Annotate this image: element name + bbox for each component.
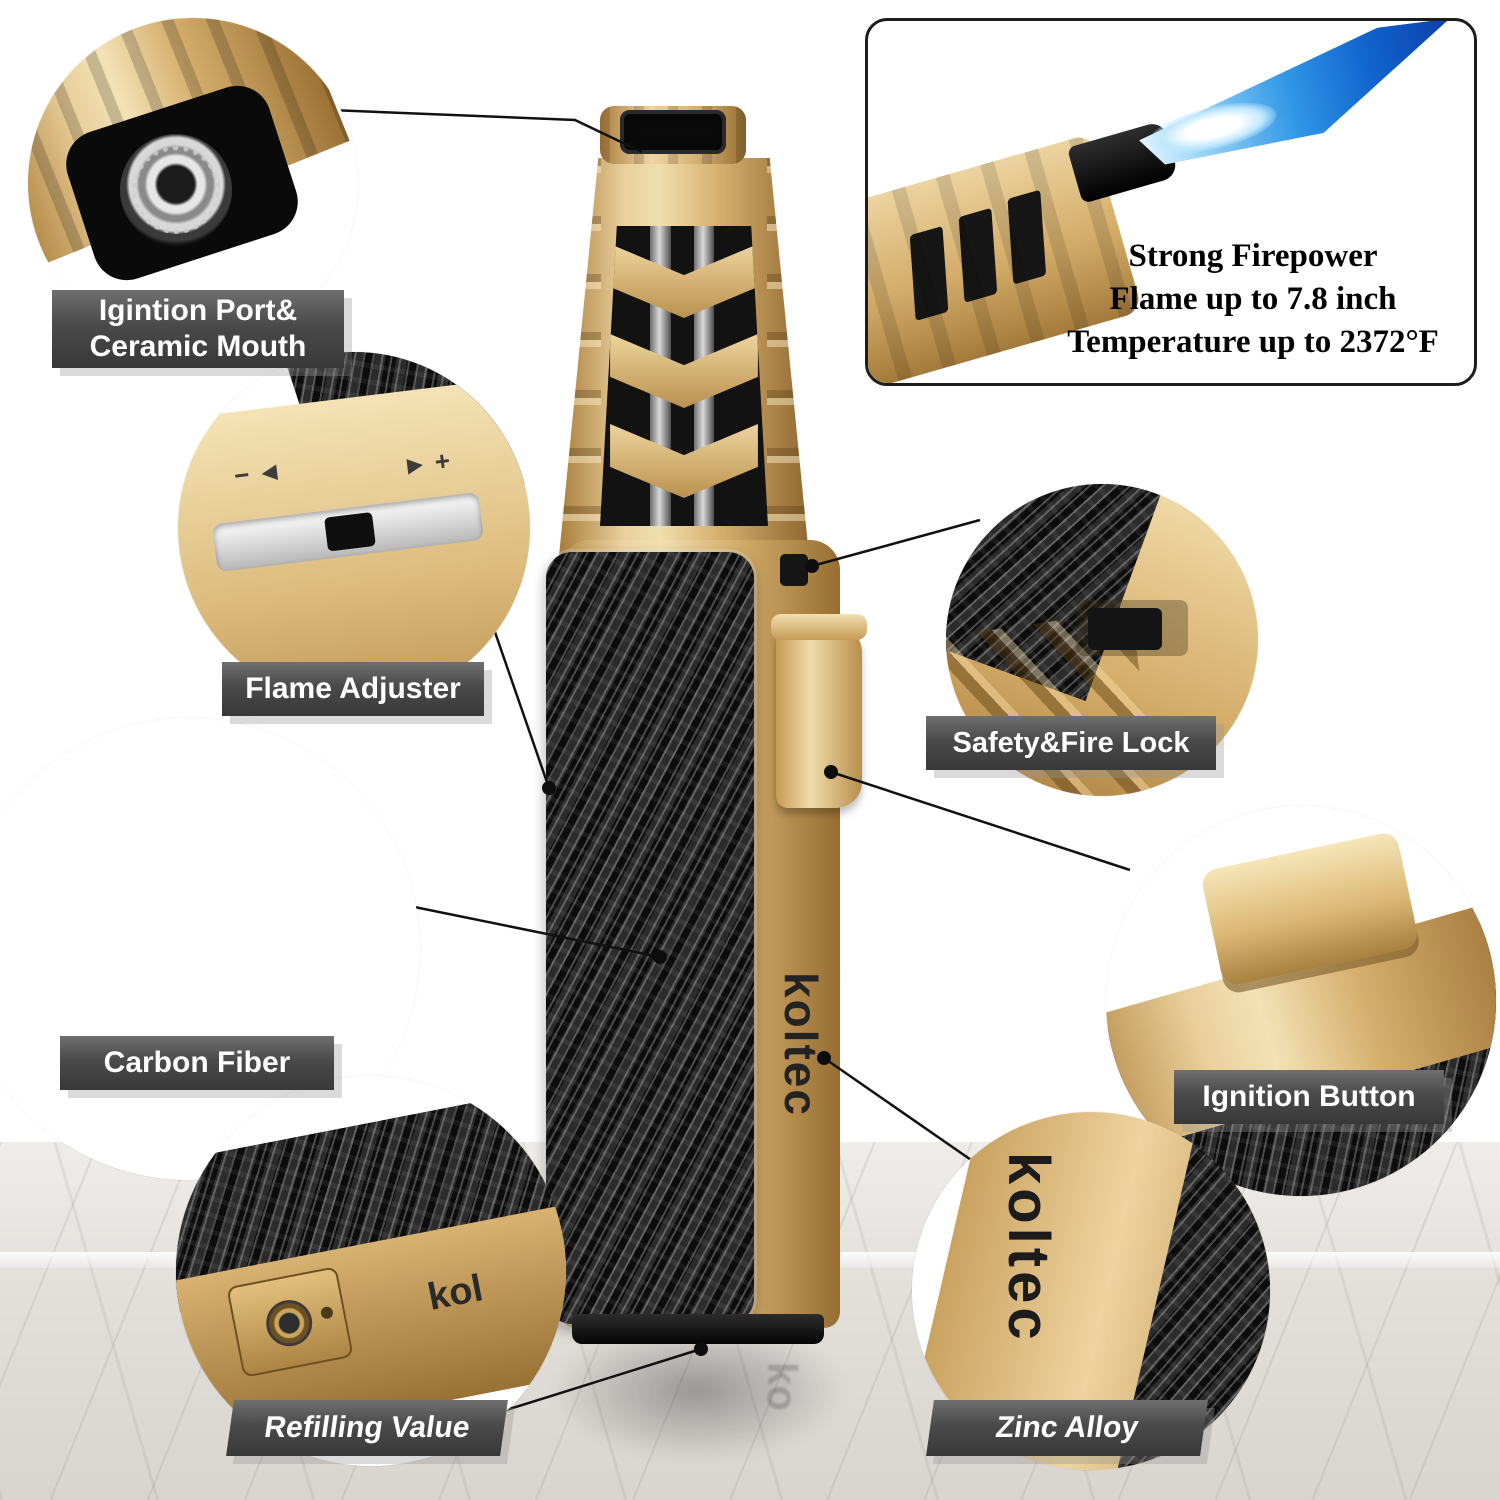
ignition-port-opening <box>620 110 726 154</box>
vent-slot <box>909 225 949 322</box>
vent-chevron <box>610 334 758 408</box>
adjuster-slider <box>324 511 376 552</box>
minus-mark: − ◄ <box>232 455 284 491</box>
safety-lock-switch <box>780 554 808 586</box>
label-safety-lock: Safety&Fire Lock <box>926 716 1216 770</box>
label-line: Ignition Button <box>1202 1080 1416 1113</box>
lighter-base <box>572 1314 824 1344</box>
screw <box>319 1305 334 1320</box>
vent-chevron <box>610 424 758 498</box>
firepower-feature-box: Strong Firepower Flame up to 7.8 inch Te… <box>865 18 1477 386</box>
plus-mark: ► + <box>400 445 452 481</box>
label-ignition-button: Ignition Button <box>1174 1070 1444 1124</box>
neck-ridge-left <box>558 158 601 566</box>
ignition-button <box>771 614 867 808</box>
label-flame-adjuster: Flame Adjuster <box>222 662 484 716</box>
label-line: Safety&Fire Lock <box>952 726 1190 759</box>
detail-flame-adjuster: − ◄ ► + <box>178 352 530 704</box>
firepower-text: Strong Firepower Flame up to 7.8 inch Te… <box>1033 235 1473 364</box>
label-line: Flame Adjuster <box>245 672 461 705</box>
safety-switch-detail <box>1088 608 1162 650</box>
firepower-line: Flame up to 7.8 inch <box>1109 280 1397 317</box>
firepower-line: Temperature up to 2372°F <box>1067 323 1439 360</box>
label-line: Ceramic Mouth <box>89 330 307 363</box>
label-ignition-port: Igintion Port& Ceramic Mouth <box>52 290 344 368</box>
vent-window <box>600 226 768 526</box>
refill-valve <box>262 1296 317 1351</box>
label-line: Carbon Fiber <box>103 1046 291 1079</box>
label-refilling-value: Refilling Value <box>226 1400 508 1456</box>
nozzle-bearing-ring <box>132 146 220 234</box>
brand-logo-vertical: koltec <box>996 1152 1061 1344</box>
vent-slot <box>958 207 998 303</box>
firepower-line: Strong Firepower <box>1128 238 1378 274</box>
label-line: Igintion Port& <box>98 294 298 327</box>
blue-flame <box>1127 18 1476 205</box>
label-line: Refilling Value <box>262 1411 472 1444</box>
neck-ridge-right <box>767 158 810 566</box>
carbon-fiber-panel <box>546 552 754 1324</box>
label-carbon-fiber: Carbon Fiber <box>60 1036 334 1090</box>
label-zinc-alloy: Zinc Alloy <box>926 1400 1208 1456</box>
vent-chevron <box>610 244 758 318</box>
label-line: Zinc Alloy <box>993 1411 1141 1444</box>
brand-logo-vertical: koltec <box>775 972 827 1117</box>
